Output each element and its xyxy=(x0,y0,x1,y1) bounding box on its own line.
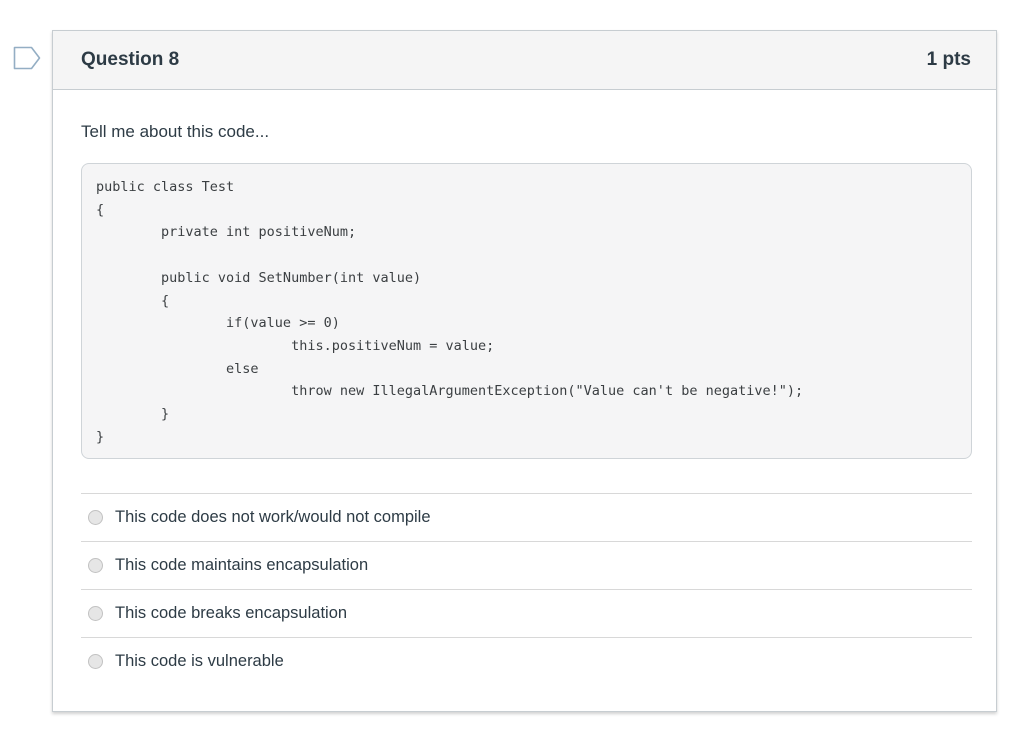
radio-button[interactable] xyxy=(88,606,103,622)
question-title: Question 8 xyxy=(81,49,180,70)
question-prompt: Tell me about this code... xyxy=(81,122,270,141)
answer-option-row[interactable]: This code is vulnerable xyxy=(81,637,972,685)
question-points: 1 pts xyxy=(926,49,971,70)
question-body: Tell me about this code... public class … xyxy=(53,90,996,712)
answer-label: This code maintains encapsulation xyxy=(115,556,369,575)
question-header: Question 8 1 pts xyxy=(53,31,996,90)
radio-button[interactable] xyxy=(88,558,103,574)
answer-label: This code breaks encapsulation xyxy=(115,604,348,623)
answer-label: This code does not work/would not compil… xyxy=(115,508,431,527)
answer-option-row[interactable]: This code does not work/would not compil… xyxy=(81,493,972,541)
radio-button[interactable] xyxy=(88,510,103,526)
answer-option-row[interactable]: This code breaks encapsulation xyxy=(81,589,972,637)
radio-button[interactable] xyxy=(88,654,103,670)
answer-option-row[interactable]: This code maintains encapsulation xyxy=(81,541,972,589)
answers-list: This code does not work/would not compil… xyxy=(81,493,972,685)
answer-label: This code is vulnerable xyxy=(115,652,284,671)
question-panel: Question 8 1 pts Tell me about this code… xyxy=(52,30,997,713)
code-block: public class Test { private int positive… xyxy=(81,163,972,460)
flag-question-icon[interactable] xyxy=(13,46,41,70)
